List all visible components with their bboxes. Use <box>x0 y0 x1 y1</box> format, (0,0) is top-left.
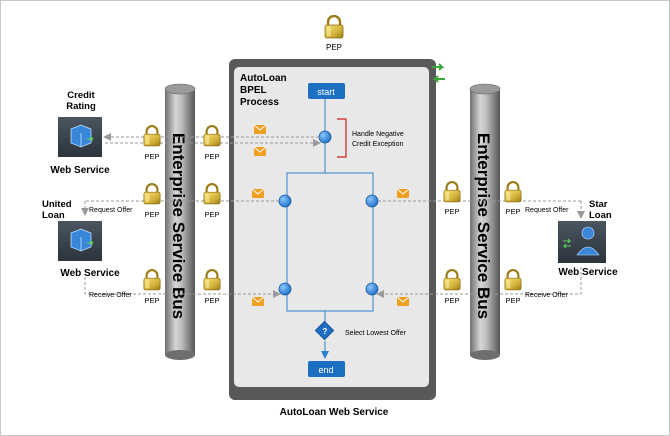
request-offer-right-label: Request Offer <box>525 207 569 214</box>
end-label: end <box>318 365 333 375</box>
pep-lock-icon <box>443 269 461 291</box>
pep-lock-icon <box>143 125 161 147</box>
pep-lock-icon <box>143 269 161 291</box>
enterprise-service-bus-left <box>164 83 196 360</box>
united-loan-name-line1: United <box>42 199 72 210</box>
pep-lock-icon <box>443 181 461 203</box>
start-node[interactable] <box>308 83 345 99</box>
pep-label: PEP <box>144 152 159 161</box>
star-loan-service-icon[interactable] <box>558 221 606 263</box>
credit-rating-name-line1: Credit <box>67 90 95 101</box>
credit-rating-name-line2: Rating <box>66 101 96 112</box>
credit-check-node[interactable] <box>318 130 332 144</box>
star-loan-type-label: Web Service <box>558 267 618 278</box>
bus-left-label: Enterprise Service Bus <box>169 133 188 319</box>
process-title-line1: AutoLoan <box>240 73 287 84</box>
pep-lock-icon <box>203 125 221 147</box>
autoloan-web-service-label: AutoLoan Web Service <box>280 407 389 418</box>
process-title-line2: BPEL <box>240 85 267 96</box>
annotation-line2: Credit Exception <box>352 141 403 148</box>
bus-right-label: Enterprise Service Bus <box>474 133 493 319</box>
process-flow-lines <box>286 99 374 359</box>
receive-united-node[interactable] <box>278 282 292 296</box>
message-envelope-icon <box>252 297 264 306</box>
start-label: start <box>317 87 335 97</box>
credit-rating-type-label: Web Service <box>50 165 110 176</box>
decision-symbol: ? <box>323 327 328 336</box>
decision-node[interactable] <box>314 320 335 341</box>
process-title-line3: Process <box>240 97 279 108</box>
end-node[interactable] <box>308 361 345 377</box>
united-loan-type-label: Web Service <box>60 268 120 279</box>
annotation-line1: Handle Negative <box>352 131 404 138</box>
request-star-node[interactable] <box>365 194 379 208</box>
pep-lock-icon <box>504 181 522 203</box>
united-loan-name-line2: Loan <box>42 210 65 221</box>
pep-lock-icon <box>203 269 221 291</box>
enterprise-service-bus-right <box>469 83 501 360</box>
pep-label: PEP <box>144 210 159 219</box>
select-lowest-offer-label: Select Lowest Offer <box>345 330 407 337</box>
top-pep-lock-icon <box>324 15 344 39</box>
pep-label: PEP <box>444 296 459 305</box>
message-envelope-icon <box>254 125 266 134</box>
united-loan-service-icon[interactable] <box>58 221 102 261</box>
star-loan-name-line2: Loan <box>589 210 612 221</box>
exception-bracket <box>337 118 347 158</box>
credit-rating-service-icon[interactable] <box>58 117 102 157</box>
pep-label: PEP <box>444 207 459 216</box>
pep-lock-icon <box>203 183 221 205</box>
pep-label: PEP <box>204 296 219 305</box>
pep-lock-icon <box>504 269 522 291</box>
request-offer-left-label: Request Offer <box>89 207 133 214</box>
pep-label: PEP <box>505 207 520 216</box>
receive-offer-left-label: Receive Offer <box>89 292 132 299</box>
exchange-arrows-icon <box>432 63 445 83</box>
autoloan-process-area <box>234 67 429 387</box>
message-envelope-icon <box>397 189 409 198</box>
request-united-node[interactable] <box>278 194 292 208</box>
pep-label: PEP <box>144 296 159 305</box>
pep-label: PEP <box>204 210 219 219</box>
receive-offer-right-label: Receive Offer <box>525 292 568 299</box>
pep-label: PEP <box>204 152 219 161</box>
star-loan-name-line1: Star <box>589 199 608 210</box>
message-envelope-icon <box>252 189 264 198</box>
pep-label: PEP <box>505 296 520 305</box>
top-pep-label: PEP <box>326 43 342 52</box>
receive-star-node[interactable] <box>365 282 379 296</box>
pep-lock-icon <box>143 183 161 205</box>
message-envelope-icon <box>397 297 409 306</box>
message-envelope-icon <box>254 147 266 156</box>
